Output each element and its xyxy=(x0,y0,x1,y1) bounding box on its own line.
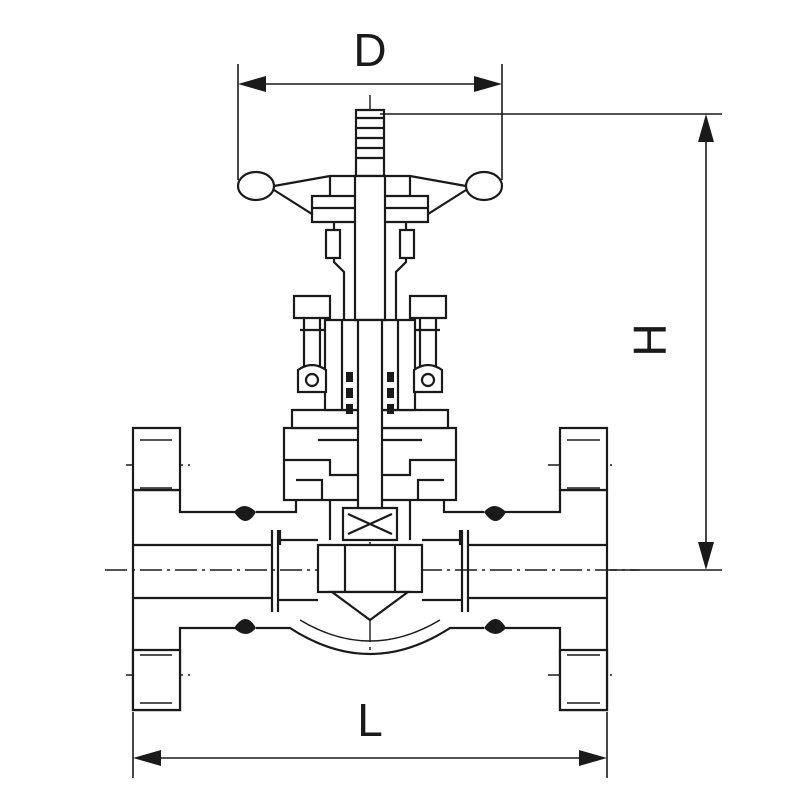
dimension-label-h: H xyxy=(624,323,676,356)
dimension-label-d: D xyxy=(353,24,386,76)
dimension-l: L xyxy=(132,694,608,778)
dimension-label-l: L xyxy=(357,694,383,746)
dimension-h: H xyxy=(380,113,722,571)
right-flange xyxy=(460,426,609,712)
weld-beads xyxy=(234,506,506,634)
gland-bolts xyxy=(292,294,448,394)
valve-body xyxy=(256,480,484,656)
dimension-d: D xyxy=(237,24,503,180)
stem xyxy=(353,108,387,510)
yoke xyxy=(324,222,416,320)
left-flange xyxy=(131,426,280,712)
